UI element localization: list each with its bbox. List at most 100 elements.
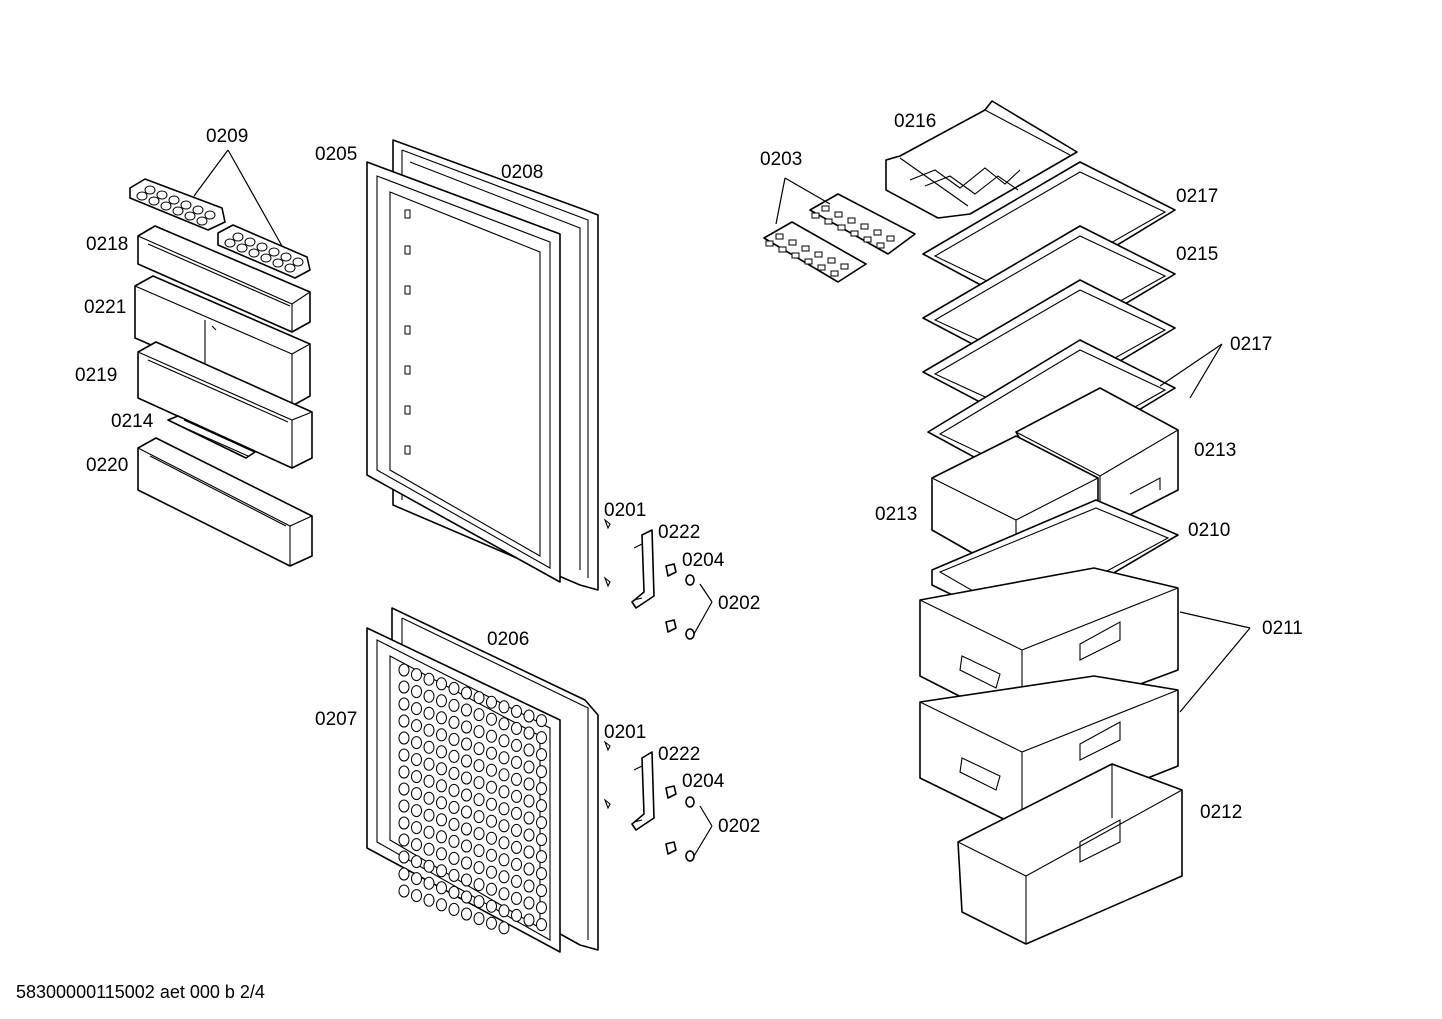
vent-dot [511, 755, 522, 769]
vent-dot [461, 771, 472, 785]
vent-dot [423, 774, 435, 788]
vent-dot [448, 749, 460, 763]
vent-dot [486, 712, 497, 726]
vent-dot [536, 901, 547, 915]
label-0204-lower: 0204 [682, 771, 725, 792]
vent-dot [523, 794, 535, 808]
vent-dot [448, 698, 460, 712]
label-0214: 0214 [111, 411, 154, 432]
vent-dot [423, 791, 435, 805]
vent-dot [486, 831, 497, 845]
ice-cell [817, 264, 826, 271]
vent-dot [473, 759, 485, 773]
vent-dot [461, 856, 472, 870]
vent-dot [436, 796, 447, 810]
vent-dot [461, 720, 472, 734]
bottle-rack-0216 [885, 100, 1078, 219]
vent-dot [448, 800, 460, 814]
vent-dot [523, 828, 535, 842]
vent-dot [536, 816, 547, 830]
vent-dot [423, 842, 435, 856]
vent-dot [473, 878, 485, 892]
shelf-0219 [137, 341, 313, 469]
vent-dot [473, 776, 485, 790]
vent-dot [398, 697, 410, 711]
vent-dot [411, 668, 422, 682]
vent-dot [511, 704, 522, 718]
vent-dot [486, 848, 497, 862]
vent-dot [486, 814, 497, 828]
egg-cup [248, 248, 260, 258]
vent-dot [436, 677, 447, 691]
vent-dot [511, 891, 522, 905]
label-0209: 0209 [206, 126, 248, 147]
vent-dot [536, 731, 547, 745]
egg-cup [192, 205, 204, 215]
vent-dot [423, 672, 435, 686]
egg-cup [284, 263, 296, 273]
vent-dot [448, 766, 460, 780]
vent-dot [473, 691, 485, 705]
bottle-divider-0214 [167, 415, 256, 459]
vent-dot [486, 797, 497, 811]
vent-dot [523, 811, 535, 825]
vent-dot [511, 738, 522, 752]
label-0208: 0208 [501, 162, 543, 183]
ice-cell [788, 239, 797, 246]
label-0213-right: 0213 [1194, 440, 1236, 461]
vent-dot [436, 881, 447, 895]
door-gasket-0207 [366, 627, 561, 953]
vent-dot [536, 850, 547, 864]
egg-cup [148, 196, 160, 206]
egg-cup [168, 195, 180, 205]
vent-dot [536, 799, 547, 813]
ice-cell [834, 211, 843, 218]
egg-cup [260, 253, 272, 263]
egg-cup [184, 211, 196, 221]
vent-dot [473, 844, 485, 858]
vent-dot [498, 717, 510, 731]
vent-dot [411, 719, 422, 733]
vent-dot [461, 737, 472, 751]
label-0210: 0210 [1188, 520, 1230, 541]
document-reference: 58300000115002 aet 000 b 2/4 [16, 982, 265, 1002]
vent-dot [423, 723, 435, 737]
door-gasket-0205 [366, 161, 561, 583]
vent-dot [461, 907, 472, 921]
vent-dot [423, 825, 435, 839]
vent-dot [498, 921, 510, 935]
vent-dot [411, 736, 422, 750]
label-0211: 0211 [1262, 618, 1303, 639]
vent-dot [511, 789, 522, 803]
vent-dot [398, 663, 410, 677]
ice-cell [886, 235, 895, 242]
ice-cell [863, 236, 872, 243]
vent-dot [398, 816, 410, 830]
ice-cell [860, 223, 869, 230]
egg-cup [256, 242, 268, 252]
vent-dot [511, 721, 522, 735]
vent-dot [436, 779, 447, 793]
vent-dot [436, 694, 447, 708]
egg-cup [160, 201, 172, 211]
label-0216: 0216 [894, 111, 936, 132]
vent-dot [486, 695, 497, 709]
gasket-clip [404, 365, 411, 375]
egg-cup [172, 206, 184, 216]
ice-cell [840, 263, 849, 270]
vent-dot [411, 770, 422, 784]
vent-dot [423, 706, 435, 720]
vent-dot [423, 876, 435, 890]
shelf-0220 [137, 437, 313, 567]
label-0217-top: 0217 [1176, 186, 1218, 207]
vent-dot [436, 762, 447, 776]
vent-dot [536, 714, 547, 728]
vent-dot [461, 805, 472, 819]
vent-dot [511, 772, 522, 786]
egg-tray-left [129, 178, 226, 231]
vent-dot [486, 780, 497, 794]
vent-dot [448, 715, 460, 729]
vent-dot [436, 830, 447, 844]
vent-dot [498, 734, 510, 748]
